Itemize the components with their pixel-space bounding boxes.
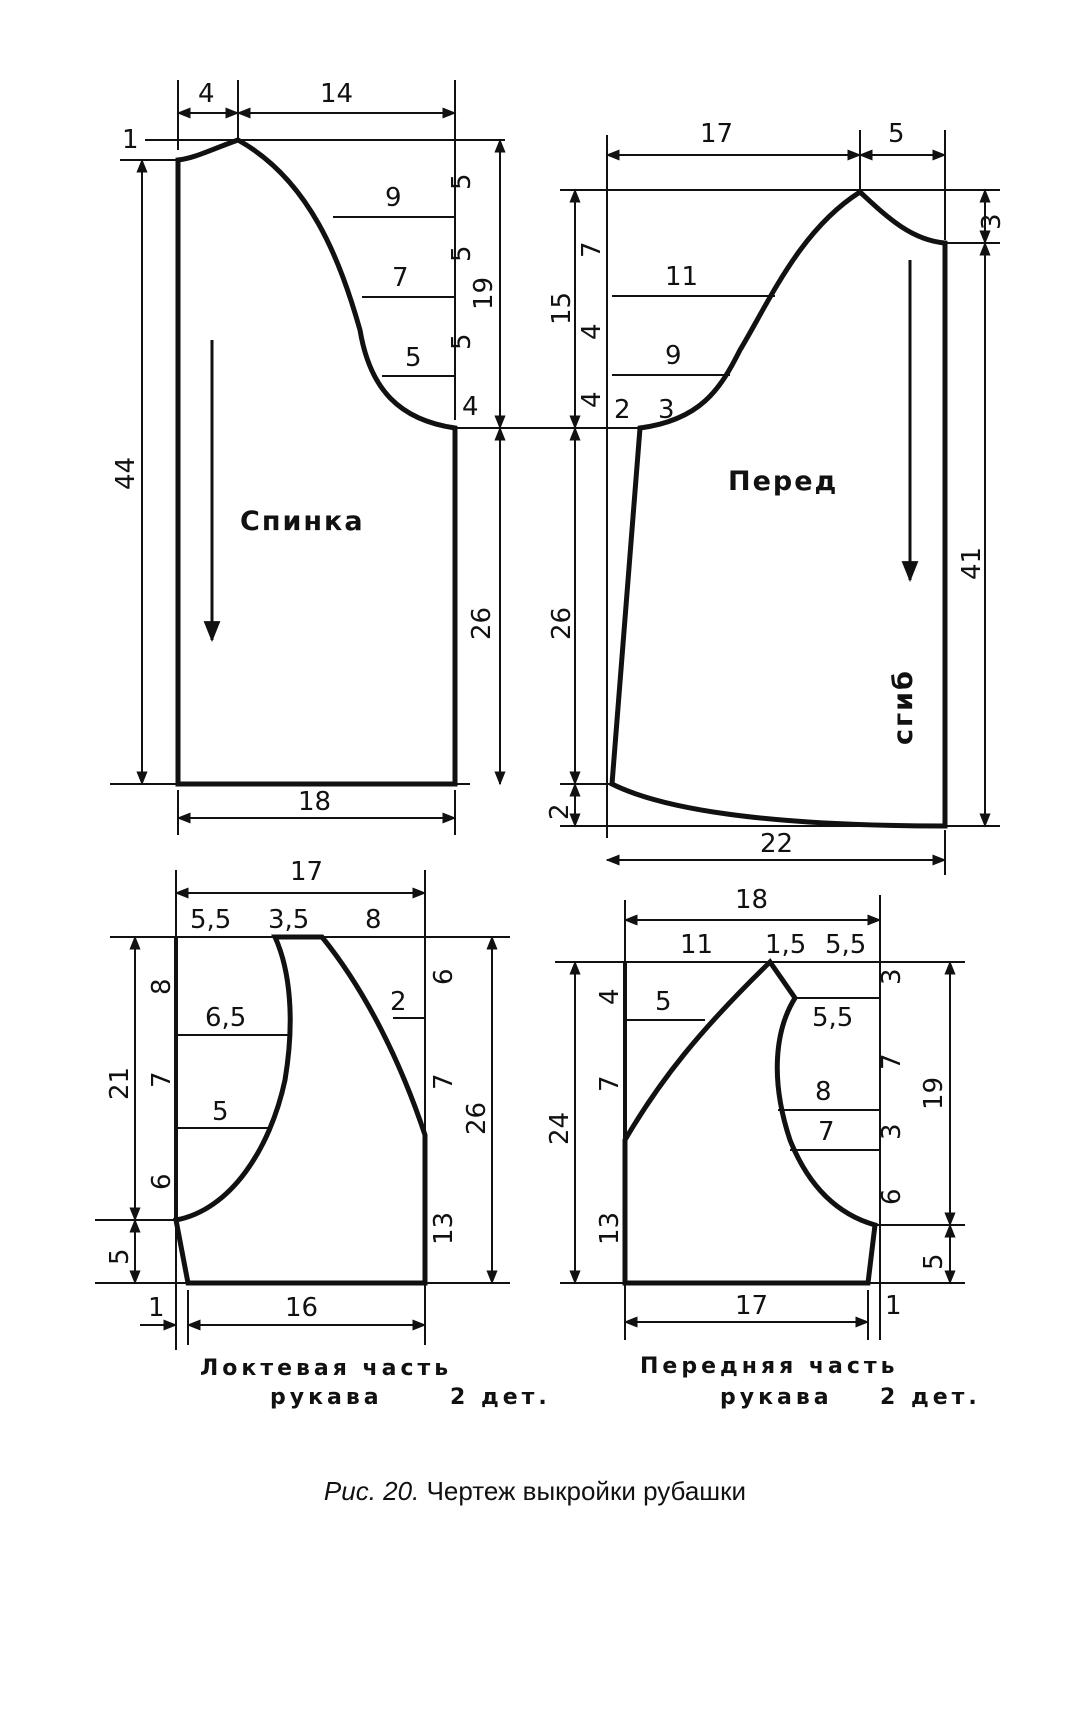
front-labels: 17 5 3 41 7 4 4 15 26 2 22 11 9 2 3 Пере… <box>545 119 1007 859</box>
fsleeve-dim-l1: 4 <box>595 988 625 1005</box>
fsleeve-dim-bottom-offset: 1 <box>885 1291 902 1321</box>
back-dim-w2: 7 <box>392 263 409 293</box>
front-dim-height: 41 <box>957 547 987 580</box>
elbow-dim-right-top: 6 <box>429 968 459 985</box>
back-dim-armhole: 19 <box>469 277 499 310</box>
elbow-dim-t2: 3,5 <box>268 905 309 935</box>
elbow-dim-w2: 5 <box>212 1097 229 1127</box>
front-dim-w3: 2 <box>614 395 631 425</box>
elbow-dim-right-mid: 7 <box>429 1073 459 1090</box>
fsleeve-dim-t2: 1,5 <box>765 930 806 960</box>
front-dim-bottom: 22 <box>760 829 793 859</box>
fsleeve-dim-r4: 6 <box>877 1188 907 1205</box>
fsleeve-dim-w1: 5 <box>655 987 672 1017</box>
back-dim-a2: 5 <box>447 245 477 262</box>
elbow-dim-bottom-offset: 1 <box>148 1293 165 1323</box>
back-dim-top-left: 4 <box>198 79 215 109</box>
back-dim-a1: 5 <box>447 173 477 190</box>
back-dim-height: 44 <box>111 457 141 490</box>
back-piece <box>110 80 630 835</box>
fsleeve-title-2: рукава <box>720 1385 833 1410</box>
fsleeve-dim-l2: 7 <box>595 1075 625 1092</box>
elbow-title-2: рукава <box>270 1385 383 1410</box>
fsleeve-title-1: Передняя часть <box>640 1354 899 1379</box>
fsleeve-dim-t1: 11 <box>680 930 713 960</box>
front-fold-label: сгиб <box>888 669 919 745</box>
front-dim-top-right: 5 <box>888 119 905 149</box>
front-title: Перед <box>728 466 838 497</box>
fsleeve-count: 2 дет. <box>880 1385 981 1410</box>
back-labels: 4 14 1 44 5 5 5 4 19 26 18 9 7 5 Спинка <box>111 79 499 817</box>
front-dim-a1: 7 <box>577 241 607 258</box>
elbow-dim-l3: 6 <box>147 1173 177 1190</box>
back-dim-bottom: 18 <box>298 787 331 817</box>
elbow-count: 2 дет. <box>450 1385 551 1410</box>
front-sleeve-piece <box>555 895 965 1340</box>
front-dim-side: 26 <box>547 607 577 640</box>
fsleeve-dim-r2: 7 <box>877 1053 907 1070</box>
front-piece <box>560 130 1000 875</box>
front-sleeve-outline <box>622 958 878 1286</box>
fsleeve-dim-w4: 7 <box>818 1117 835 1147</box>
fsleeve-dim-bottom: 17 <box>735 1291 768 1321</box>
elbow-title-1: Локтевая часть <box>200 1356 452 1381</box>
elbow-sleeve-outline <box>173 934 428 1286</box>
fsleeve-dim-w3: 8 <box>815 1077 832 1107</box>
elbow-dim-right-total: 26 <box>462 1102 492 1135</box>
back-dim-w1: 9 <box>385 183 402 213</box>
fsleeve-dim-cap: 19 <box>919 1077 949 1110</box>
elbow-dim-top: 17 <box>290 857 323 887</box>
back-dim-side: 26 <box>467 607 497 640</box>
front-dim-a2: 4 <box>577 323 607 340</box>
fsleeve-dim-l3: 13 <box>595 1212 625 1245</box>
elbow-sleeve-piece <box>95 870 510 1350</box>
front-dim-a3: 4 <box>577 391 607 408</box>
fsleeve-dim-t3: 5,5 <box>825 930 866 960</box>
fsleeve-dim-w2: 5,5 <box>812 1003 853 1033</box>
front-dim-w4: 3 <box>658 395 675 425</box>
fsleeve-dim-r3: 3 <box>877 1123 907 1140</box>
elbow-dim-right-low: 13 <box>429 1212 459 1245</box>
front-dim-neck-drop: 3 <box>977 213 1007 230</box>
front-outline <box>609 188 948 829</box>
fsleeve-dim-total: 24 <box>545 1112 575 1145</box>
caption-prefix: Рис. 20. <box>323 1476 420 1506</box>
front-dim-w1: 11 <box>665 262 698 292</box>
back-dim-a4: 4 <box>462 392 479 422</box>
elbow-dim-l1: 8 <box>147 978 177 995</box>
fsleeve-dim-lower: 5 <box>919 1253 949 1270</box>
back-dim-top-right: 14 <box>320 79 353 109</box>
back-dim-a3: 5 <box>447 333 477 350</box>
front-dim-armhole: 15 <box>547 292 577 325</box>
front-dim-top-left: 17 <box>700 119 733 149</box>
front-dim-w2: 9 <box>665 341 682 371</box>
front-sleeve-labels: 18 11 1,5 5,5 4 7 24 13 5 5,5 8 7 3 7 3 … <box>545 885 981 1410</box>
elbow-dim-l2: 7 <box>147 1071 177 1088</box>
back-dim-w3: 5 <box>405 343 422 373</box>
elbow-dim-lower: 5 <box>105 1248 135 1265</box>
back-dim-shoulder-drop: 1 <box>122 125 139 155</box>
fsleeve-dim-top: 18 <box>735 885 768 915</box>
elbow-dim-bottom: 16 <box>285 1293 318 1323</box>
elbow-dim-t3: 8 <box>365 905 382 935</box>
caption-text: Чертеж выкройки рубашки <box>426 1476 747 1506</box>
elbow-sleeve-labels: 17 5,5 3,5 8 8 7 6 21 5 6,5 5 6 7 26 13 … <box>105 857 551 1410</box>
figure-caption: Рис. 20. Чертеж выкройки рубашки <box>0 1476 1070 1507</box>
elbow-dim-cap: 21 <box>105 1067 135 1100</box>
back-title: Спинка <box>240 506 365 537</box>
elbow-dim-slant: 2 <box>390 987 407 1017</box>
fsleeve-dim-r1: 3 <box>877 968 907 985</box>
elbow-dim-t1: 5,5 <box>190 905 231 935</box>
back-outline <box>175 137 458 787</box>
elbow-dim-w1: 6,5 <box>205 1003 246 1033</box>
front-dim-bottom-drop: 2 <box>545 803 575 820</box>
